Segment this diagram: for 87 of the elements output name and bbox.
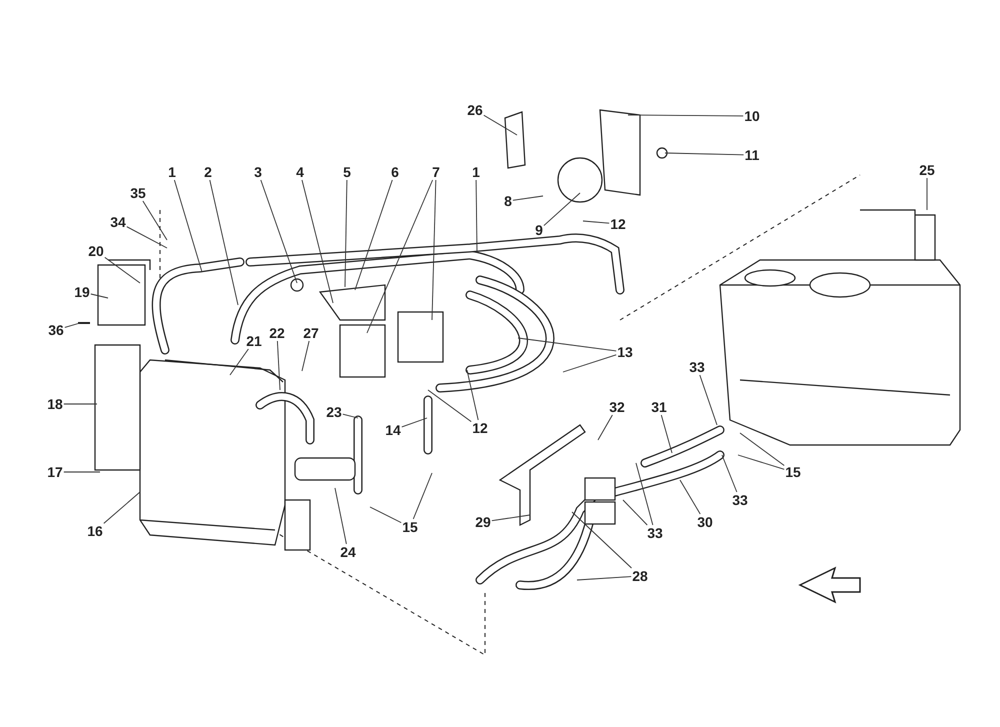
- leader-line: [342, 414, 358, 418]
- callout-number: 7: [431, 164, 441, 180]
- leader-line: [174, 180, 202, 272]
- callout-number: 26: [466, 102, 484, 118]
- callout-number: 15: [401, 519, 419, 535]
- leader-line: [598, 414, 613, 440]
- callout-number: 33: [646, 525, 664, 541]
- leader-line: [401, 418, 428, 428]
- callout-number: 6: [390, 164, 400, 180]
- leader-line: [466, 370, 479, 420]
- leader-line: [90, 294, 108, 298]
- leader-line: [142, 200, 168, 240]
- leader-line: [209, 180, 238, 306]
- callout-number: 4: [295, 164, 305, 180]
- leader-line: [354, 180, 393, 290]
- callout-number: 17: [46, 464, 64, 480]
- callout-number: 5: [342, 164, 352, 180]
- leader-line: [276, 340, 280, 390]
- leader-line: [64, 322, 80, 328]
- callout-number: 24: [339, 544, 357, 560]
- leader-line: [302, 340, 310, 372]
- leader-line: [722, 454, 738, 492]
- leader-line: [660, 414, 672, 454]
- leader-line: [738, 454, 785, 470]
- leader-line: [576, 576, 632, 580]
- leader-line: [260, 180, 298, 284]
- callout-number: 3: [253, 164, 263, 180]
- callout-number: 27: [302, 325, 320, 341]
- leader-line: [636, 462, 654, 526]
- callout-number: 19: [73, 284, 91, 300]
- callout-number: 2: [203, 164, 213, 180]
- leader-line: [366, 180, 434, 334]
- callout-number: 35: [129, 185, 147, 201]
- callout-number: 20: [87, 243, 105, 259]
- leader-line: [428, 390, 472, 422]
- callout-number: 1: [167, 164, 177, 180]
- callout-number: 30: [696, 514, 714, 530]
- callout-number: 8: [503, 193, 513, 209]
- leader-line: [680, 480, 701, 514]
- callout-number: 21: [245, 333, 263, 349]
- leader-line: [699, 374, 718, 426]
- leader-line: [740, 432, 785, 466]
- leader-line: [370, 506, 402, 524]
- leader-line: [344, 180, 348, 288]
- leader-line: [104, 256, 140, 284]
- callout-number: 1: [471, 164, 481, 180]
- leader-line: [432, 180, 436, 320]
- leader-line: [518, 338, 617, 352]
- leader-line: [476, 180, 478, 254]
- leader-line: [512, 196, 544, 201]
- callout-number: 10: [743, 108, 761, 124]
- callout-number: 11: [744, 147, 760, 163]
- callout-number: 13: [616, 344, 634, 360]
- leader-line: [628, 114, 744, 116]
- callout-number: 18: [46, 396, 64, 412]
- leader-line: [562, 354, 617, 372]
- callout-number: 28: [631, 568, 649, 584]
- leader-line: [926, 178, 928, 210]
- leader-line: [412, 472, 432, 520]
- callout-number: 31: [650, 399, 668, 415]
- leader-line: [491, 514, 530, 522]
- leader-line: [302, 180, 334, 304]
- callout-number: 36: [47, 322, 65, 338]
- callout-number: 12: [471, 420, 489, 436]
- callout-number: 32: [608, 399, 626, 415]
- callout-number: 14: [384, 422, 402, 438]
- callout-number: 9: [534, 222, 544, 238]
- callout-number: 33: [688, 359, 706, 375]
- callout-number: 22: [268, 325, 286, 341]
- leader-line: [483, 114, 518, 136]
- leader-line: [622, 500, 648, 526]
- callout-number: 33: [731, 492, 749, 508]
- callout-number: 23: [325, 404, 343, 420]
- leader-line: [664, 152, 744, 156]
- leader-line: [230, 348, 249, 376]
- leader-line: [543, 192, 580, 226]
- callout-number: 16: [86, 523, 104, 539]
- callout-number: 25: [918, 162, 936, 178]
- leader-line: [582, 220, 610, 224]
- leader-line: [572, 512, 632, 568]
- leader-line: [126, 226, 168, 248]
- callout-number: 29: [474, 514, 492, 530]
- callout-number: 12: [609, 216, 627, 232]
- callout-number: 15: [784, 464, 802, 480]
- leader-line: [103, 492, 140, 524]
- callout-number: 34: [109, 214, 127, 230]
- leader-line: [334, 488, 347, 544]
